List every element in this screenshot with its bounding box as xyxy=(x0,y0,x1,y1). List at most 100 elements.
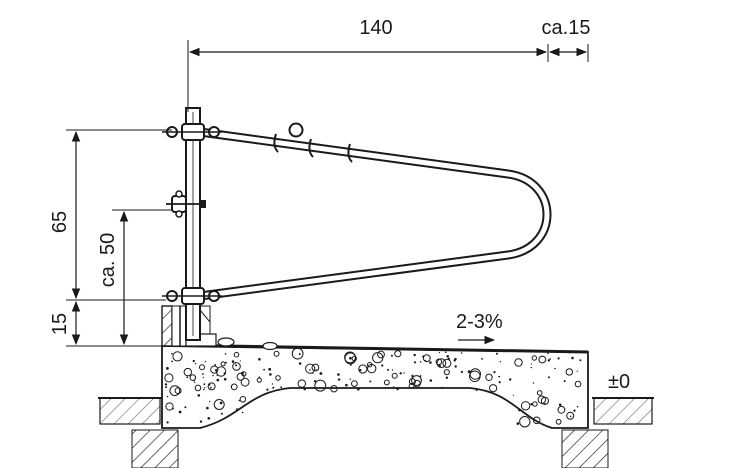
aggregate-speck xyxy=(223,372,226,375)
aggregate-speck xyxy=(171,360,174,363)
aggregate-speck xyxy=(209,400,211,403)
aggregate-speck xyxy=(499,361,502,363)
aggregate-stone xyxy=(519,416,531,428)
aggregate-stone xyxy=(520,401,531,411)
aggregate-speck xyxy=(208,383,211,386)
aggregate-speck xyxy=(178,410,182,414)
aggregate-speck xyxy=(236,408,239,411)
aggregate-speck xyxy=(444,351,447,354)
aggregate-speck xyxy=(337,373,340,376)
aggregate-speck xyxy=(460,370,463,373)
aggregate-speck xyxy=(204,387,206,389)
aggregate-speck xyxy=(345,383,348,387)
aggregate-speck xyxy=(516,422,520,425)
aggregate-speck xyxy=(239,360,241,362)
width-overhang-label: ca.15 xyxy=(542,17,591,39)
aggregate-stone xyxy=(189,374,197,381)
aggregate-speck xyxy=(194,381,196,383)
aggregate-speck xyxy=(498,381,501,384)
aggregate-stone xyxy=(314,379,327,392)
aggregate-stone xyxy=(469,368,481,380)
aggregate-speck xyxy=(547,359,550,362)
aggregate-stone xyxy=(233,351,240,358)
aggregate-stone xyxy=(358,364,368,374)
aggregate-speck xyxy=(216,374,218,376)
aggregate-speck xyxy=(512,394,514,396)
aggregate-speck xyxy=(238,399,241,402)
aggregate-stone xyxy=(566,411,575,420)
aggregate-speck xyxy=(573,409,576,412)
vertical-post xyxy=(185,107,201,341)
aggregate-stone xyxy=(232,362,241,371)
aggregate-speck xyxy=(312,372,314,374)
aggregate-speck xyxy=(396,387,399,391)
aggregate-speck xyxy=(399,372,402,375)
aggregate-speck xyxy=(313,380,317,383)
concrete-foundation xyxy=(161,343,589,429)
aggregate-stone xyxy=(172,351,183,362)
aggregate-speck xyxy=(216,378,220,382)
aggregate-speck xyxy=(547,352,549,355)
aggregate-speck xyxy=(298,353,301,356)
aggregate-speck xyxy=(309,369,311,371)
aggregate-speck xyxy=(419,375,422,377)
aggregate-speck xyxy=(558,403,562,407)
aggregate-speck xyxy=(212,374,214,377)
aggregate-stone xyxy=(442,358,452,368)
aggregate-speck xyxy=(563,380,566,383)
aggregate-speck xyxy=(214,364,217,366)
aggregate-stone xyxy=(536,390,543,396)
aggregate-stone xyxy=(532,401,538,407)
handrail-loop xyxy=(195,122,552,301)
aggregate-speck xyxy=(349,378,351,380)
aggregate-speck xyxy=(202,376,205,379)
aggregate-speck xyxy=(204,361,206,363)
aggregate-speck xyxy=(569,415,572,418)
aggregate-speck xyxy=(298,362,302,365)
aggregate-speck xyxy=(199,420,203,423)
aggregate-speck xyxy=(446,355,450,358)
aggregate-speck xyxy=(230,386,233,388)
aggregate-stone xyxy=(297,379,306,388)
aggregate-speck xyxy=(220,412,223,415)
aggregate-speck xyxy=(438,352,441,354)
aggregate-stone xyxy=(411,375,422,386)
aggregate-stone xyxy=(344,351,356,364)
clamp-middle xyxy=(166,190,206,218)
slope-label: 2-3% xyxy=(456,311,503,333)
aggregate-speck xyxy=(203,383,206,386)
aggregate-speck xyxy=(214,369,217,372)
aggregate-speck xyxy=(303,387,307,391)
aggregate-stone xyxy=(436,358,447,369)
aggregate-stone xyxy=(239,396,247,403)
aggregate-stone xyxy=(220,361,226,367)
datum-label: ±0 xyxy=(608,371,630,393)
aggregate-speck xyxy=(349,363,352,366)
height-rail-label: 65 xyxy=(49,211,71,233)
aggregate-speck xyxy=(576,370,578,372)
aggregate-stone xyxy=(164,373,174,383)
aggregate-speck xyxy=(172,407,174,410)
aggregate-speck xyxy=(206,406,209,410)
aggregate-speck xyxy=(392,386,395,388)
aggregate-speck xyxy=(429,379,433,382)
dimension-heights xyxy=(66,129,172,347)
aggregate-speck xyxy=(391,369,394,371)
aggregate-stone xyxy=(555,418,562,425)
aggregate-speck xyxy=(165,386,168,389)
aggregate-speck xyxy=(424,359,427,362)
aggregate-speck xyxy=(164,383,168,386)
aggregate-stone xyxy=(165,402,174,411)
aggregate-stone xyxy=(240,377,250,387)
aggregate-speck xyxy=(429,361,432,364)
aggregate-speck xyxy=(530,363,533,365)
aggregate-stone xyxy=(183,367,193,377)
aggregate-speck xyxy=(493,371,496,374)
ground-section xyxy=(98,397,654,468)
aggregate-speck xyxy=(224,353,227,355)
aggregate-speck xyxy=(518,409,521,412)
aggregate-speck xyxy=(235,364,238,367)
aggregate-speck xyxy=(166,395,169,398)
aggregate-speck xyxy=(207,417,211,420)
